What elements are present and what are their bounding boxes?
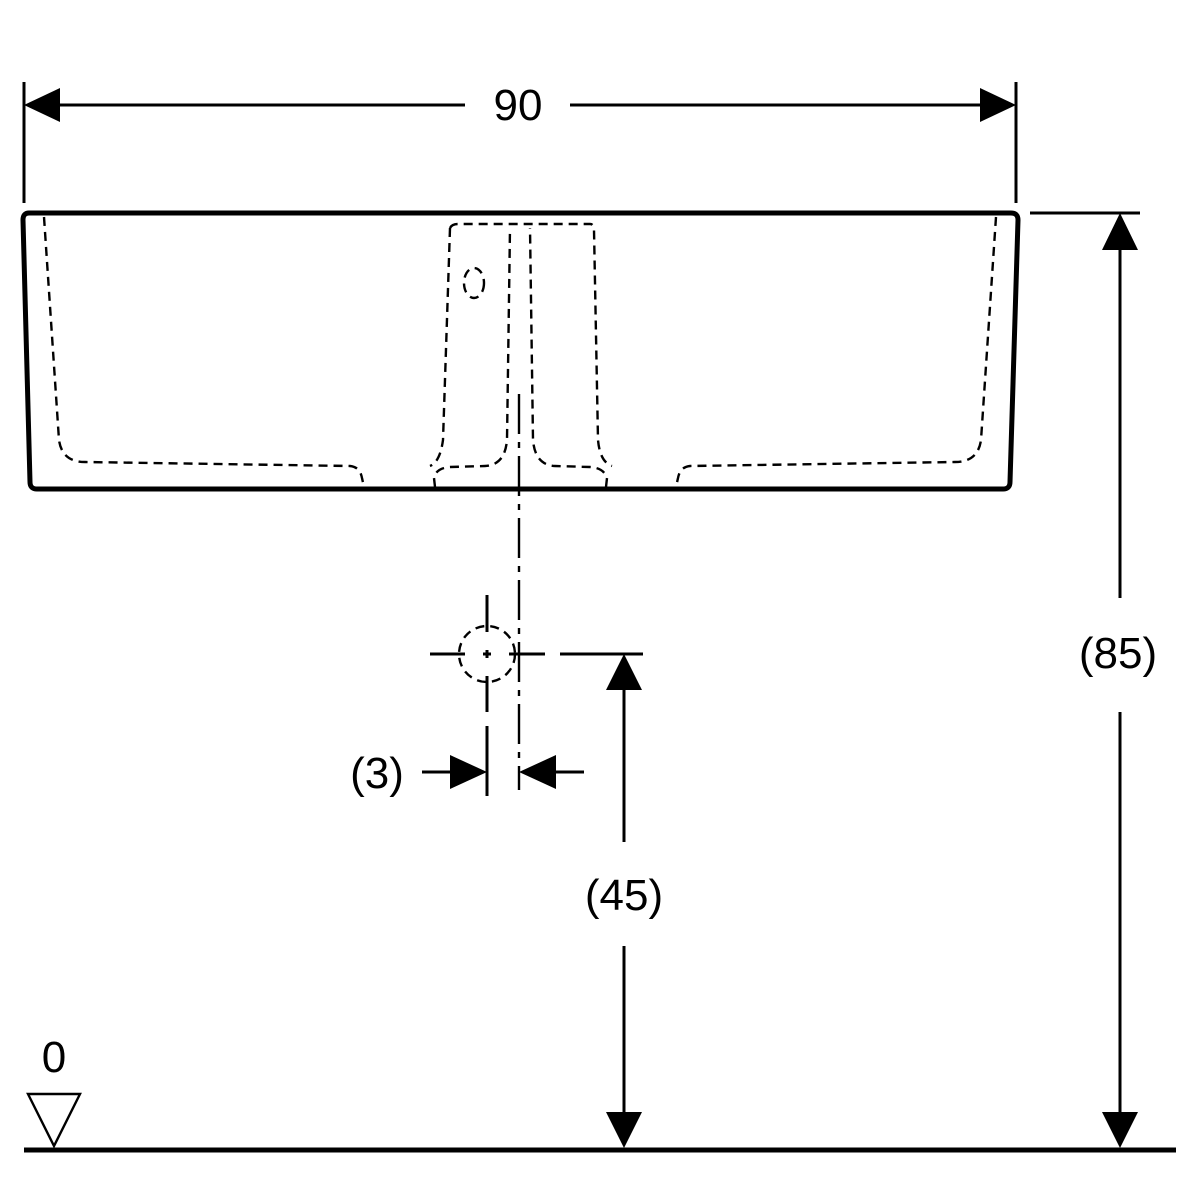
- tap-hole: [462, 266, 486, 300]
- basin-inner-bowl-right: [674, 216, 998, 488]
- basin-inner-bowl-left-mid: [432, 227, 512, 488]
- drain-height-label: (45): [585, 871, 663, 920]
- drain-height-dimension: (45): [560, 652, 663, 1148]
- height-label: (85): [1079, 629, 1157, 678]
- offset-arrow-right: [519, 755, 556, 789]
- crosshair-circle-icon: [430, 595, 545, 712]
- basin-tap-deck: [448, 222, 613, 468]
- width-arrow-left: [24, 88, 60, 122]
- height-arrow-top: [1102, 213, 1138, 250]
- width-arrow-right: [980, 88, 1016, 122]
- drain-height-arrow-top: [606, 654, 642, 690]
- triangle-down-icon: [26, 1092, 82, 1149]
- drain-offset-label: (3): [350, 749, 404, 798]
- basin-inner-bowl-right-mid: [528, 227, 609, 488]
- overall-height-dimension: (85): [1030, 211, 1157, 1148]
- floor-reference: 0: [24, 1033, 1176, 1153]
- drain-offset-dimension: (3): [350, 726, 584, 798]
- height-arrow-bottom: [1102, 1112, 1138, 1148]
- drain-height-arrow-bottom: [606, 1112, 642, 1148]
- offset-arrow-left: [450, 755, 487, 789]
- basin-tap-deck-left: [429, 227, 452, 468]
- basin-inner-bowl-left: [42, 216, 366, 488]
- width-label: 90: [494, 81, 543, 130]
- width-dimension: 90: [22, 81, 1018, 203]
- basin: [20, 210, 1021, 492]
- basin-outline: [20, 210, 1021, 492]
- floor-label: 0: [42, 1033, 66, 1082]
